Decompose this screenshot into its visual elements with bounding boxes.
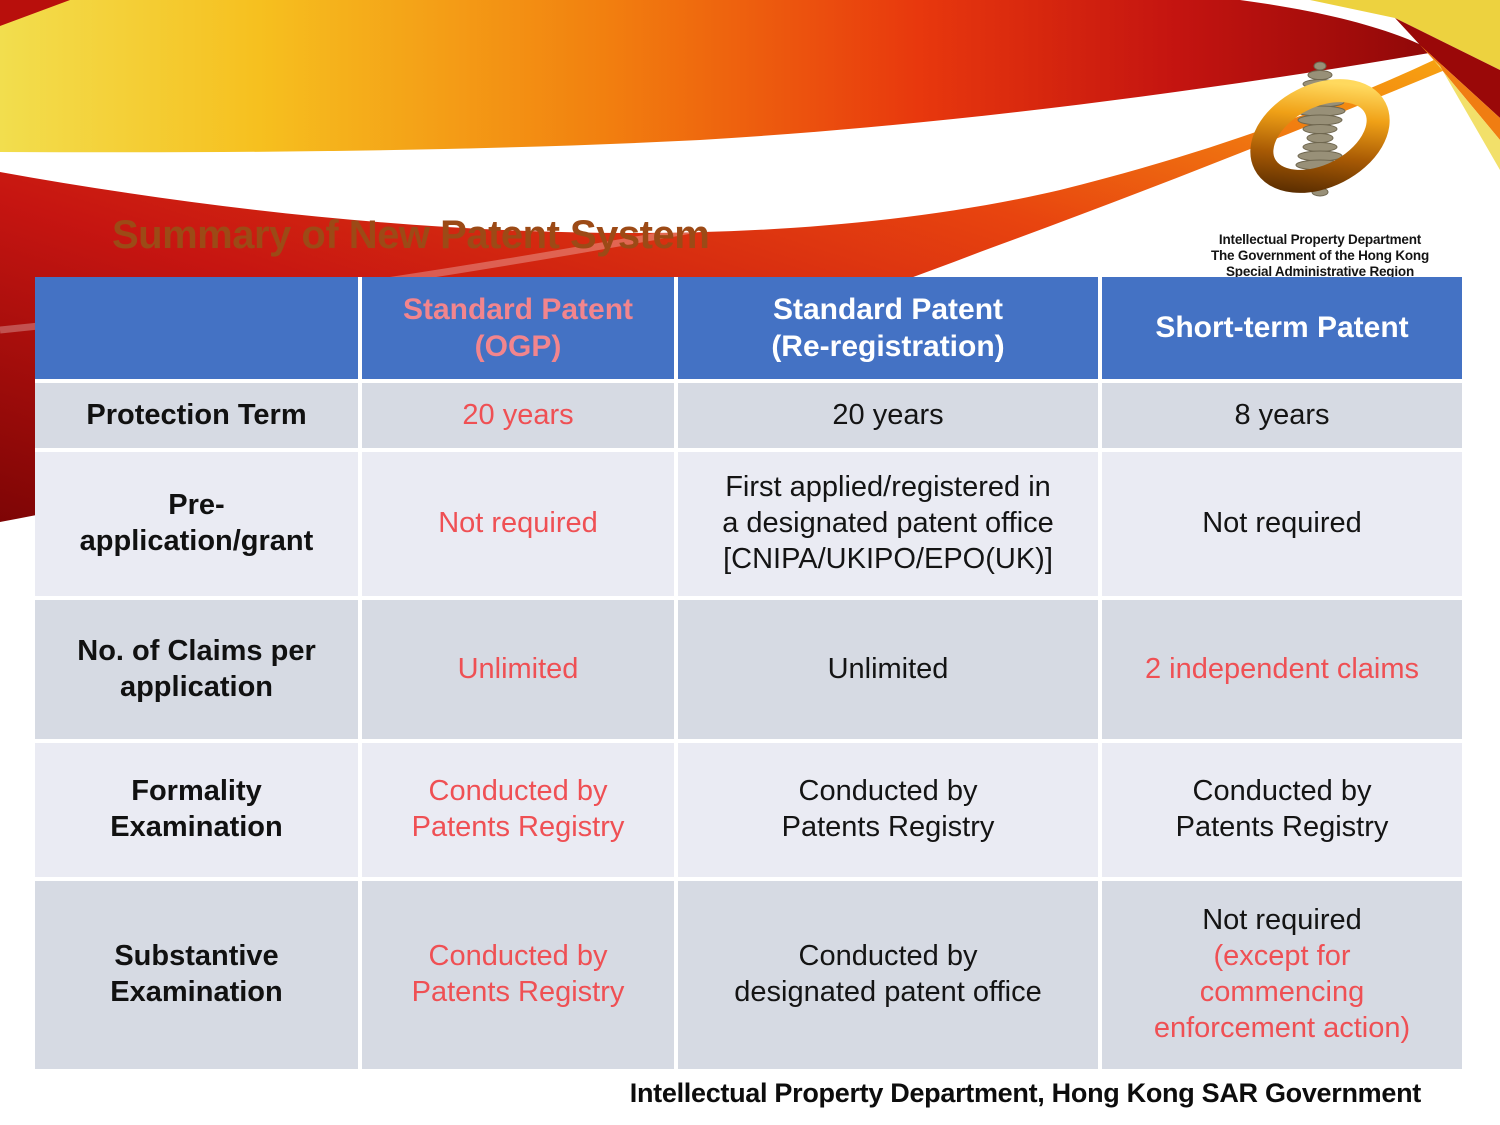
cell-formality-short: Conducted by Patents Registry — [1102, 743, 1462, 877]
cell-formality-rereg: Conducted by Patents Registry — [678, 743, 1098, 877]
logo-ring-icon — [1250, 61, 1390, 197]
row-label-substantive-exam: Substantive Examination — [35, 881, 358, 1069]
cell-formality-ogp: Conducted by Patents Registry — [362, 743, 674, 877]
ipd-logo: Intellectual Property Department The Gov… — [1150, 52, 1490, 280]
cell-substantive-rereg: Conducted by designated patent office — [678, 881, 1098, 1069]
cell-protection-rereg: 20 years — [678, 383, 1098, 448]
cell-protection-short: 8 years — [1102, 383, 1462, 448]
row-label-claims: No. of Claims per application — [35, 600, 358, 739]
footer-text: Intellectual Property Department, Hong K… — [629, 1078, 1422, 1108]
row-label-pre-application: Pre- application/grant — [35, 452, 358, 596]
cell-preapp-ogp: Not required — [362, 452, 674, 596]
logo-text-line2: The Government of the Hong Kong — [1210, 248, 1430, 263]
cell-substantive-short: Not required (except for commencing enfo… — [1102, 881, 1462, 1069]
header-standard-patent-reregistration: Standard Patent (Re-registration) — [678, 277, 1098, 379]
header-cell-empty — [35, 277, 358, 379]
cell-claims-rereg: Unlimited — [678, 600, 1098, 739]
cell-preapp-short: Not required — [1102, 452, 1462, 596]
cell-substantive-ogp: Conducted by Patents Registry — [362, 881, 674, 1069]
row-label-protection-term: Protection Term — [35, 383, 358, 448]
logo-text-line3: Special Administrative Region — [1226, 264, 1414, 279]
header-short-term-patent: Short-term Patent — [1102, 277, 1462, 379]
header-standard-patent-ogp: Standard Patent (OGP) — [362, 277, 674, 379]
patent-comparison-table: Standard Patent (OGP) Standard Patent (R… — [35, 277, 1462, 1069]
logo-text-line1: Intellectual Property Department — [1218, 232, 1422, 247]
cell-claims-short: 2 independent claims — [1102, 600, 1462, 739]
cell-claims-ogp: Unlimited — [362, 600, 674, 739]
row-label-formality-exam: Formality Examination — [35, 743, 358, 877]
cell-protection-ogp: 20 years — [362, 383, 674, 448]
cell-preapp-rereg: First applied/registered in a designated… — [678, 452, 1098, 596]
cell-substantive-short-note: (except for commencing enforcement actio… — [1153, 940, 1411, 1044]
page-title: Summary of New Patent System — [112, 212, 710, 257]
cell-substantive-short-main: Not required — [1202, 904, 1362, 937]
